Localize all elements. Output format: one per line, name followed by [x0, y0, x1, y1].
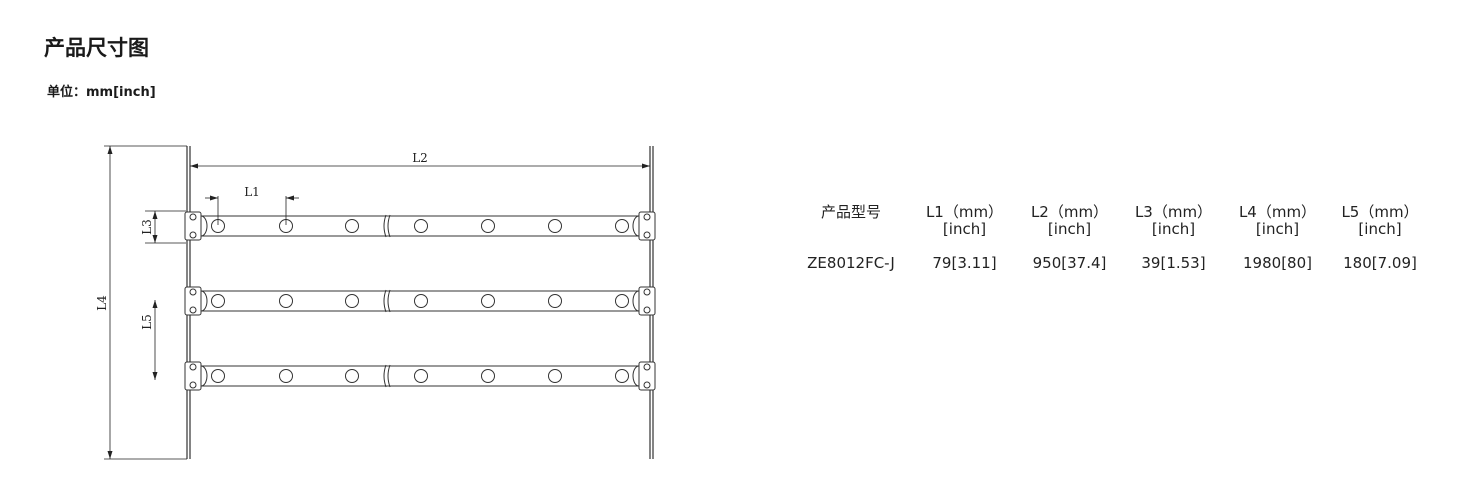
clamp: [184, 361, 202, 391]
dim-label-l3: L3: [140, 219, 154, 235]
led-hole: [548, 219, 562, 233]
header-l1: L1（mm）[inch]: [925, 203, 1004, 238]
clamp-screw: [643, 231, 651, 239]
led-hole: [414, 369, 428, 383]
clamp: [184, 211, 202, 241]
header-model: 产品型号: [820, 203, 881, 221]
table-row: ZE8012FC-J 79[3.11] 950[37.4] 39[1.53] 1…: [790, 246, 1430, 280]
cell-l4: 1980[80]: [1243, 254, 1312, 272]
strip-break: [383, 364, 391, 388]
header-l4: L4（mm）[inch]: [1238, 203, 1317, 238]
clamp: [638, 211, 656, 241]
led-hole: [548, 369, 562, 383]
strip-break: [383, 214, 391, 238]
clamp-screw: [189, 363, 197, 371]
dimension-lines: [104, 145, 650, 460]
cell-l5: 180[7.09]: [1343, 254, 1417, 272]
dim-label-l1: L1: [244, 185, 260, 199]
unit-label: 单位：mm[inch]: [47, 85, 156, 100]
clamp-edge: [200, 215, 208, 237]
clamp-screw: [189, 381, 197, 389]
dim-label-l2: L2: [412, 151, 428, 165]
strip-2: [184, 286, 656, 316]
strip-3: [184, 361, 656, 391]
led-hole: [211, 369, 225, 383]
clamp-screw: [189, 231, 197, 239]
led-hole: [345, 219, 359, 233]
spec-table-header-row: 产品型号 L1（mm）[inch] L2（mm）[inch] L3（mm）[in…: [790, 204, 1430, 246]
clamp-edge: [632, 365, 640, 387]
cell-l1: 79[3.11]: [932, 254, 997, 272]
clamp-screw: [189, 213, 197, 221]
clamp-edge: [200, 365, 208, 387]
clamp-edge: [632, 215, 640, 237]
clamp-edge: [200, 290, 208, 312]
cell-l2: 950[37.4]: [1032, 254, 1107, 272]
page-title: 产品尺寸图: [44, 36, 149, 60]
header-l5: L5（mm）[inch]: [1341, 203, 1419, 238]
clamp-screw: [643, 288, 651, 296]
led-hole: [414, 219, 428, 233]
clamp: [184, 286, 202, 316]
clamp-screw: [643, 381, 651, 389]
light-strips: [184, 211, 656, 391]
led-hole: [211, 294, 225, 308]
header-l2: L2（mm）[inch]: [1030, 203, 1109, 238]
led-hole: [345, 369, 359, 383]
led-hole: [345, 294, 359, 308]
cell-l3: 39[1.53]: [1141, 254, 1206, 272]
led-hole: [481, 219, 495, 233]
led-hole: [548, 294, 562, 308]
clamp: [638, 361, 656, 391]
led-hole: [279, 369, 293, 383]
header-l3: L3（mm）[inch]: [1134, 203, 1213, 238]
clamp-screw: [189, 288, 197, 296]
led-hole: [481, 369, 495, 383]
clamp-screw: [643, 363, 651, 371]
dim-label-l5: L5: [140, 314, 154, 330]
led-hole: [414, 294, 428, 308]
clamp-screw: [189, 306, 197, 314]
dim-label-l4: L4: [95, 295, 109, 311]
led-hole: [615, 369, 629, 383]
clamp-screw: [643, 306, 651, 314]
clamp-edge: [632, 290, 640, 312]
dimension-drawing: L2 L1 L4 L3 L5: [95, 145, 656, 460]
cell-model: ZE8012FC-J: [807, 254, 895, 272]
led-hole: [481, 294, 495, 308]
clamp-screw: [643, 213, 651, 221]
led-hole: [615, 219, 629, 233]
spec-table: 产品型号 L1（mm）[inch] L2（mm）[inch] L3（mm）[in…: [790, 204, 1430, 280]
strip-break: [383, 289, 391, 313]
strip-1: [184, 211, 656, 241]
clamp: [638, 286, 656, 316]
led-hole: [615, 294, 629, 308]
led-hole: [279, 294, 293, 308]
